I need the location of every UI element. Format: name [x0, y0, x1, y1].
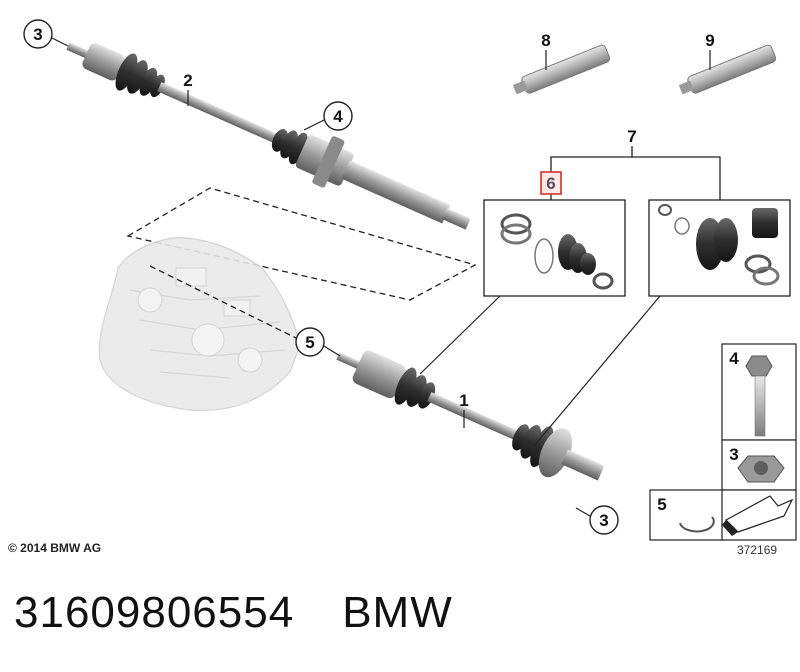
inner-boot-kit-box: [483, 199, 626, 297]
svg-text:8: 8: [541, 31, 550, 50]
brand-name: BMW: [342, 588, 453, 637]
svg-text:4: 4: [729, 349, 739, 368]
copyright-text: © 2014 BMW AG: [8, 541, 102, 555]
svg-text:3: 3: [33, 25, 42, 44]
footer-caption: 31609806554 BMW: [14, 588, 501, 638]
callout-9: 9: [705, 31, 714, 50]
svg-text:5: 5: [657, 495, 666, 514]
callout-2: 2: [183, 71, 193, 106]
svg-text:6: 6: [546, 174, 555, 193]
lower-drive-shaft: [336, 350, 605, 481]
transmission-illustration: [98, 237, 301, 412]
svg-text:3: 3: [729, 445, 738, 464]
grease-tube-8: [512, 44, 611, 95]
legend-labels: 4 3 5: [657, 349, 739, 514]
svg-text:5: 5: [305, 333, 314, 352]
bolt-icon: [754, 375, 766, 437]
svg-text:7: 7: [627, 127, 636, 146]
svg-text:9: 9: [705, 31, 714, 50]
callout-4: 4: [303, 101, 353, 131]
kit-bracket: [550, 156, 721, 200]
svg-text:1: 1: [459, 391, 468, 410]
callout-3-bottom: 3: [575, 505, 619, 535]
legend-panel: [649, 343, 797, 541]
svg-text:2: 2: [183, 71, 192, 90]
callout-6-highlighted: 6: [540, 171, 562, 195]
svg-text:3: 3: [599, 511, 608, 530]
outer-boot-kit-box: [648, 199, 791, 297]
grease-tube-9: [678, 44, 777, 95]
callout-8: 8: [541, 31, 550, 50]
svg-text:4: 4: [333, 107, 343, 126]
snap-ring-icon: [679, 516, 715, 533]
callout-3-top: 3: [23, 19, 69, 49]
callout-5: 5: [295, 327, 341, 357]
callout-7: 7: [627, 127, 636, 146]
transmission-outline: [126, 187, 477, 301]
callout-1: 1: [459, 391, 469, 428]
diagram-id: 372169: [737, 543, 778, 557]
leader-outer-kit: [533, 295, 661, 447]
leader-inner-kit: [419, 295, 501, 375]
part-number: 31609806554: [14, 588, 295, 637]
diagram-canvas: 3 2 4 8 9 7 6 5 1 3 4 3 5: [23, 19, 797, 541]
transmission-leader: [149, 265, 297, 339]
upper-drive-shaft: [66, 42, 471, 230]
